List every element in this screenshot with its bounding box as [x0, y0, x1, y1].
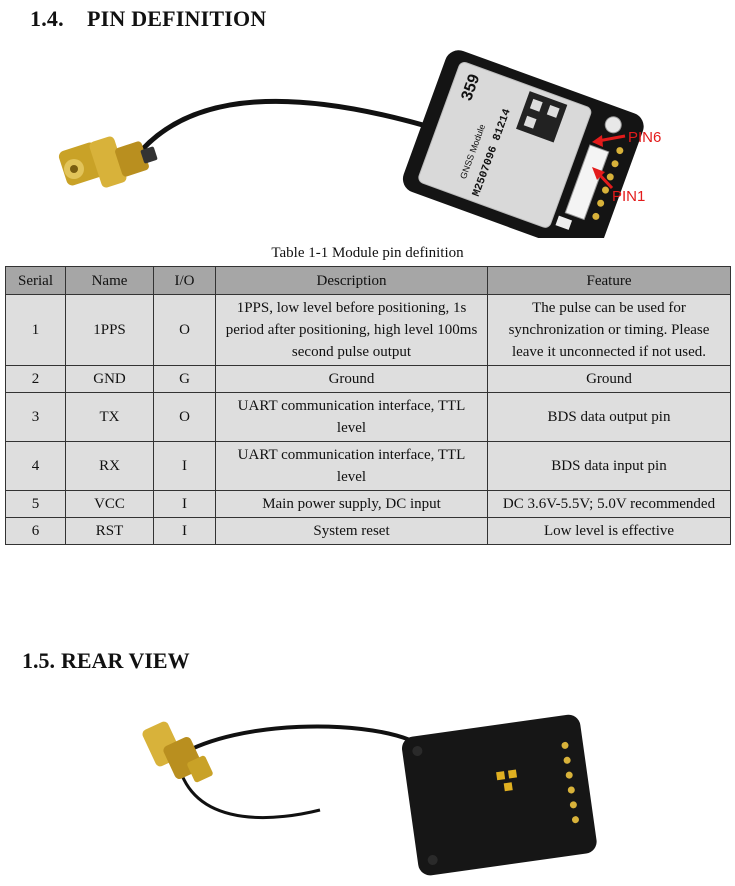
- pin-callouts: PIN6 PIN1: [592, 129, 661, 205]
- module-front-photo: 359 GNSS Module M2507096 81214 PIN6 PIN1: [58, 50, 661, 238]
- cell-name: GND: [65, 365, 154, 393]
- pin-definition-table: Serial Name I/O Description Feature 1 1P…: [5, 266, 731, 545]
- cell-name: RX: [65, 441, 154, 491]
- cell-io: O: [153, 392, 216, 442]
- cell-serial: 6: [5, 517, 66, 545]
- cell-serial: 5: [5, 490, 66, 518]
- pin6-label: PIN6: [628, 129, 661, 146]
- cell-feature: Ground: [487, 365, 731, 393]
- cell-description: Main power supply, DC input: [215, 490, 488, 518]
- cell-io: I: [153, 490, 216, 518]
- table-row: 5 VCC I Main power supply, DC input DC 3…: [5, 490, 731, 518]
- cell-feature: Low level is effective: [487, 517, 731, 545]
- pin1-label: PIN1: [612, 188, 645, 205]
- cell-serial: 1: [5, 294, 66, 366]
- cell-io: I: [153, 441, 216, 491]
- cell-name: TX: [65, 392, 154, 442]
- section-title: PIN DEFINITION: [87, 6, 267, 31]
- header-serial: Serial: [5, 266, 66, 295]
- header-feature: Feature: [487, 266, 731, 295]
- cell-description: 1PPS, low level before positioning, 1s p…: [215, 294, 488, 366]
- table-caption: Table 1-1 Module pin definition: [271, 245, 464, 261]
- table-row: 6 RST I System reset Low level is effect…: [5, 517, 731, 545]
- module-board-rear: [401, 714, 597, 876]
- cell-serial: 4: [5, 441, 66, 491]
- sma-connector: [142, 721, 213, 783]
- module-rear-photo: [142, 714, 597, 876]
- table-row: 3 TX O UART communication interface, TTL…: [5, 392, 731, 442]
- table-header-row: Serial Name I/O Description Feature: [5, 266, 731, 295]
- cell-io: I: [153, 517, 216, 545]
- header-name: Name: [65, 266, 154, 295]
- module-board: 359 GNSS Module M2507096 81214: [402, 50, 644, 238]
- cell-feature: BDS data output pin: [487, 392, 731, 442]
- cell-description: UART communication interface, TTL level: [215, 441, 488, 491]
- section-heading-rear-view: 1.5.REAR VIEW: [22, 648, 190, 674]
- pin-header: [564, 144, 610, 221]
- cell-description: Ground: [215, 365, 488, 393]
- cell-description: UART communication interface, TTL level: [215, 392, 488, 442]
- section-number: 1.5.: [22, 648, 55, 673]
- header-io: I/O: [153, 266, 216, 295]
- antenna-cable: [133, 98, 441, 160]
- table-row: 1 1PPS O 1PPS, low level before position…: [5, 294, 731, 366]
- header-description: Description: [215, 266, 488, 295]
- sma-connector: [58, 136, 158, 188]
- section-title: REAR VIEW: [61, 648, 190, 673]
- qr-code: [516, 91, 568, 143]
- cell-feature: BDS data input pin: [487, 441, 731, 491]
- section-number: 1.4.: [30, 6, 64, 31]
- cell-io: G: [153, 365, 216, 393]
- pin6-arrow: [597, 134, 626, 143]
- cell-name: RST: [65, 517, 154, 545]
- table-row: 2 GND G Ground Ground: [5, 365, 731, 393]
- table-row: 4 RX I UART communication interface, TTL…: [5, 441, 731, 491]
- cell-serial: 2: [5, 365, 66, 393]
- cell-description: System reset: [215, 517, 488, 545]
- cell-name: VCC: [65, 490, 154, 518]
- cell-name: 1PPS: [65, 294, 154, 366]
- cell-feature: DC 3.6V-5.5V; 5.0V recommended: [487, 490, 731, 518]
- cell-serial: 3: [5, 392, 66, 442]
- cell-io: O: [153, 294, 216, 366]
- section-heading-pin-definition: 1.4. PIN DEFINITION: [30, 6, 266, 32]
- cell-feature: The pulse can be used for synchronizatio…: [487, 294, 731, 366]
